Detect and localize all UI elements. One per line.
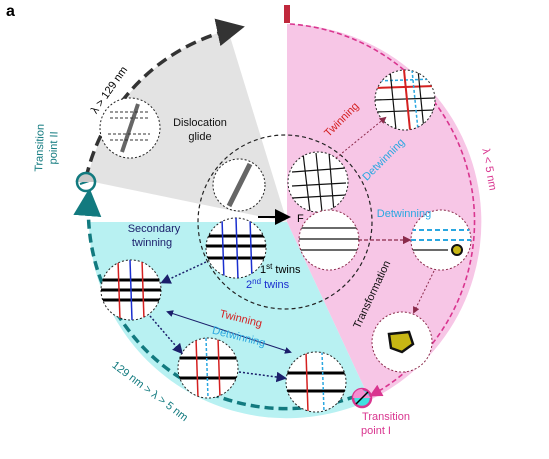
outer-dislocation-circle [99,97,161,159]
transition-point-ii-label-2: point II [47,131,60,164]
outer-bottom-twin-circle [177,337,239,399]
transition-point-ii-label-1: Transition [33,124,47,172]
secondary-twinning-label-2: twinning [132,237,172,249]
second-twins-rest: twins [261,279,290,291]
small-lambda-label: λ < 5 nm [479,148,498,192]
outer-secondary-twinning-circle [100,259,162,321]
panel-label: a [6,3,15,20]
inner-parallel-lines-circle [298,209,360,271]
first-twins-label: 1st twins [260,262,301,276]
outer-bottom-detwin-circle [285,351,347,413]
dislocation-label-1: Dislocation [173,117,227,129]
second-twins-label: 2nd twins [246,277,290,291]
arrow-twin-detwin-bidirectional [166,310,292,354]
first-twins-rest: twins [272,264,301,276]
transition-point-i-label-2: point I [361,425,391,437]
transition-point-i-marker [351,387,373,409]
arrow-bottom-to-right [238,371,287,383]
inner-first-second-twins-circle [205,217,267,279]
first-twins-num: 1 [260,264,266,276]
transition-point-ii-marker [75,171,97,193]
outer-detwinning-circle [410,209,472,271]
central-circle [197,134,373,310]
force-label: F [297,213,304,225]
outer-twin-detwin-circle [374,69,436,131]
arrow-mid-lambda [73,188,357,411]
second-twins-num: 2 [246,279,252,291]
start-marker [284,5,290,23]
first-twins-sup: st [266,262,273,271]
pink-region [287,24,482,400]
second-twins-sup: nd [252,277,261,286]
arrow-to-twin-detwin [335,116,387,159]
transition-point-i-label-1: Transition [362,411,410,423]
arrow-large-lambda [84,18,245,179]
inner-dislocation-circle [212,158,266,212]
detwinning-right-label: Detwinning [377,208,431,220]
secondary-twinning-label-1: Secondary [128,223,181,235]
inner-twin-grid-circle [287,151,349,213]
dislocation-label-2: glide [188,131,211,143]
outer-transformation-circle [371,311,433,373]
